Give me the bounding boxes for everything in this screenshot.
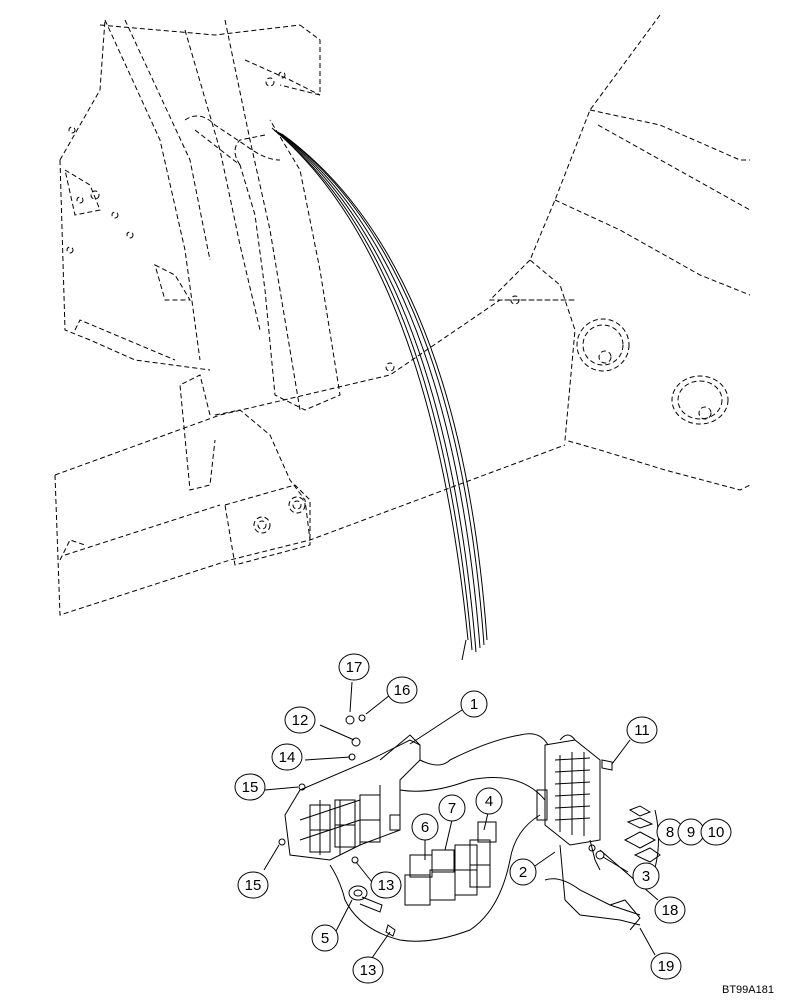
relays-group [404,821,497,906]
callout-18: 18 [654,896,686,924]
callout-bubble [370,871,402,899]
hardware [278,714,613,937]
callout-label: 17 [346,659,363,676]
callout-19: 19 [650,952,682,980]
callout-14: 14 [271,743,303,771]
callout-label: 18 [662,902,679,919]
callout-bubble [284,706,316,734]
callout-label: 10 [708,824,725,841]
callout-bubble [460,690,488,718]
callout-label: 15 [245,877,262,894]
harness-wiring [329,733,641,942]
callout-bubble [234,773,266,801]
callout-15: 15 [234,773,266,801]
callout-9: 9 [677,818,705,846]
callout-label: 9 [687,824,695,841]
callout-13: 13 [370,871,402,899]
callout-bubble [271,743,303,771]
callout-label: 6 [421,819,429,836]
callout-1: 1 [460,690,488,718]
callout-bubble [654,896,686,924]
machine-frame [54,14,751,616]
callout-label: 5 [321,930,329,947]
callout-bubble [700,818,732,846]
callout-6: 6 [411,813,439,841]
callout-bubble [632,862,660,890]
callout-label: 2 [519,864,527,881]
callout-15: 15 [237,871,269,899]
callout-bubble [438,794,466,822]
callout-label: 13 [360,962,377,979]
callout-label: 4 [485,793,493,810]
callout-10: 10 [700,818,732,846]
callout-label: 16 [394,682,411,699]
callout-label: 1 [470,696,478,713]
callout-label: 14 [279,749,296,766]
callout-2: 2 [509,858,537,886]
callout-17: 17 [338,653,370,681]
callout-bubble [626,716,658,744]
callout-bubble [237,871,269,899]
callout-bubble [338,653,370,681]
callout-5: 5 [311,924,339,952]
callout-4: 4 [475,787,503,815]
callout-bubble [352,956,384,984]
callout-label: 11 [634,722,650,739]
callout-7: 7 [438,794,466,822]
callout-bubble [475,787,503,815]
callout-bubble [386,676,418,704]
ground-stud [348,885,383,913]
relay-panel-bracket [284,734,421,861]
callout-8: 8 [656,818,684,846]
callout-label: 13 [378,877,395,894]
callout-13: 13 [352,956,384,984]
callout-11: 11 [626,716,658,744]
callout-bubble [509,858,537,886]
fuse-block [536,734,601,846]
leader-lines [263,681,659,959]
callout-label: 12 [292,712,309,729]
drawing-code: BT99A181 [722,984,774,996]
callout-16: 16 [386,676,418,704]
callout-label: 8 [666,824,674,841]
callout-label: 15 [242,779,259,796]
callout-bubble [650,952,682,980]
fuse-strips [623,805,661,863]
wire-harness [271,127,488,661]
callout-label: 3 [642,868,650,885]
callout-12: 12 [284,706,316,734]
callout-bubble [411,813,439,841]
callout-label: 19 [658,958,675,975]
callout-3: 3 [632,862,660,890]
callout-bubble [311,924,339,952]
callout-label: 7 [448,800,456,817]
